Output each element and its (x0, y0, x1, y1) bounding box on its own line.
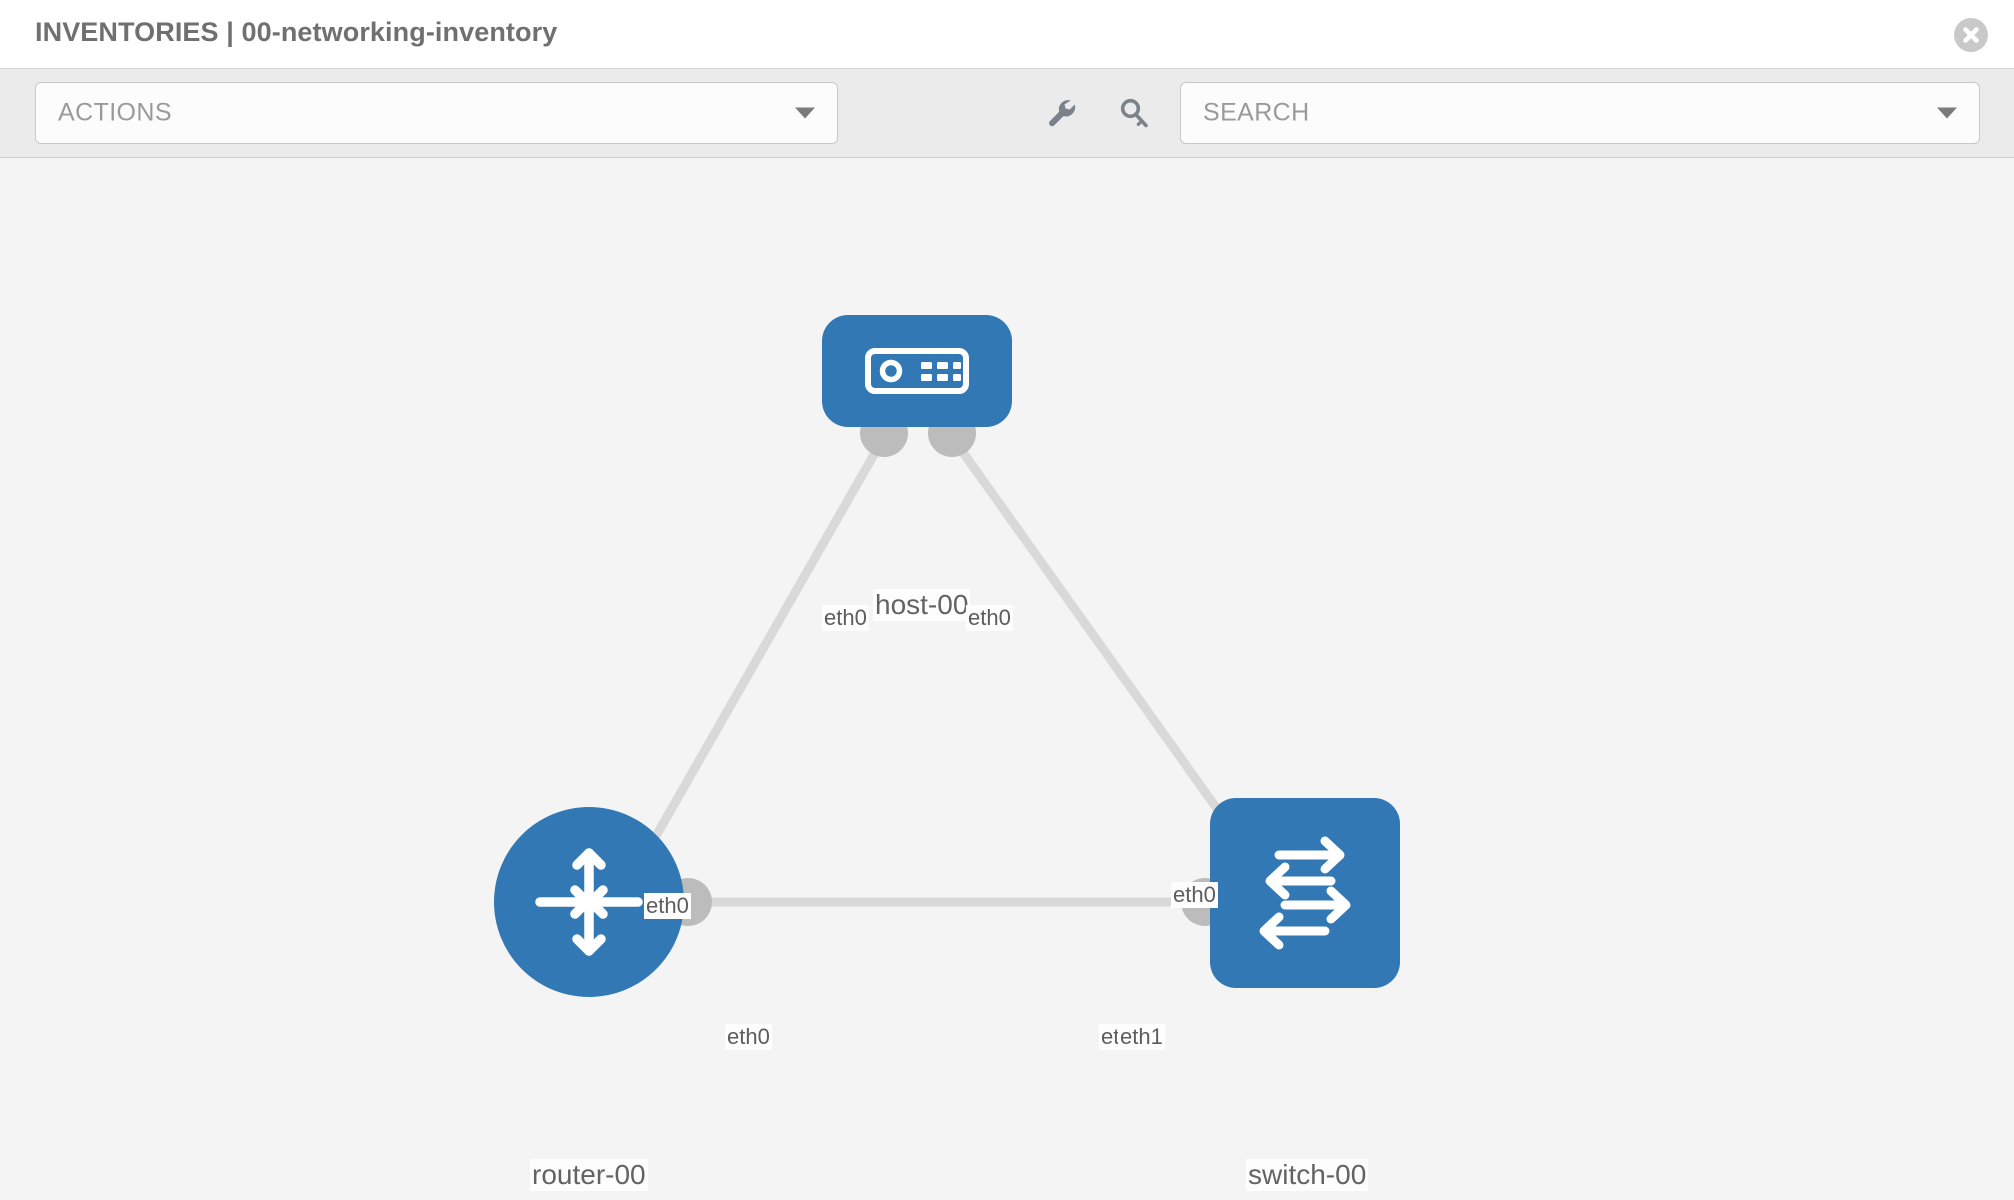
search-placeholder: SEARCH (1203, 98, 1310, 127)
close-circle-icon (1954, 18, 1988, 52)
page-title: INVENTORIES | 00-networking-inventory (35, 17, 558, 47)
edge-label-host-eth0-left: eth0 (822, 605, 869, 631)
router-arrows-icon (535, 848, 643, 956)
node-switch-00[interactable] (1210, 798, 1400, 988)
edge-label-router-eth0-top: eth0 (644, 893, 691, 919)
search-input[interactable]: SEARCH (1180, 82, 1980, 144)
chevron-down-icon (795, 107, 815, 119)
node-label-host-00: host-00 (873, 589, 971, 621)
edge-label-router-eth0: eth0 (725, 1024, 772, 1050)
link-host-router[interactable] (636, 434, 888, 867)
link-host-switch[interactable] (948, 434, 1249, 851)
wrench-icon[interactable] (1045, 96, 1079, 130)
page-header: INVENTORIES | 00-networking-inventory (0, 0, 2014, 69)
node-label-router-00: router-00 (530, 1159, 648, 1191)
node-host-00[interactable] (822, 315, 1012, 427)
actions-dropdown[interactable]: ACTIONS (35, 82, 838, 144)
edge-label-host-eth0-right: eth0 (966, 605, 1013, 631)
topology-links (636, 409, 1267, 926)
chevron-down-icon (1937, 107, 1957, 119)
edge-label-switch-eth0-top: eth0 (1171, 882, 1218, 908)
server-icon (865, 348, 969, 394)
topology-canvas[interactable]: host-00 router-0 (0, 158, 2014, 1200)
node-label-switch-00: switch-00 (1246, 1159, 1369, 1191)
key-icon[interactable] (1117, 96, 1151, 130)
edge-label-switch-eth1: eth1 (1118, 1024, 1165, 1050)
actions-dropdown-label: ACTIONS (58, 98, 172, 127)
toolbar: ACTIONS SEARCH (0, 69, 2014, 158)
switch-arrows-icon (1259, 836, 1351, 950)
close-icon[interactable] (1954, 18, 1988, 52)
